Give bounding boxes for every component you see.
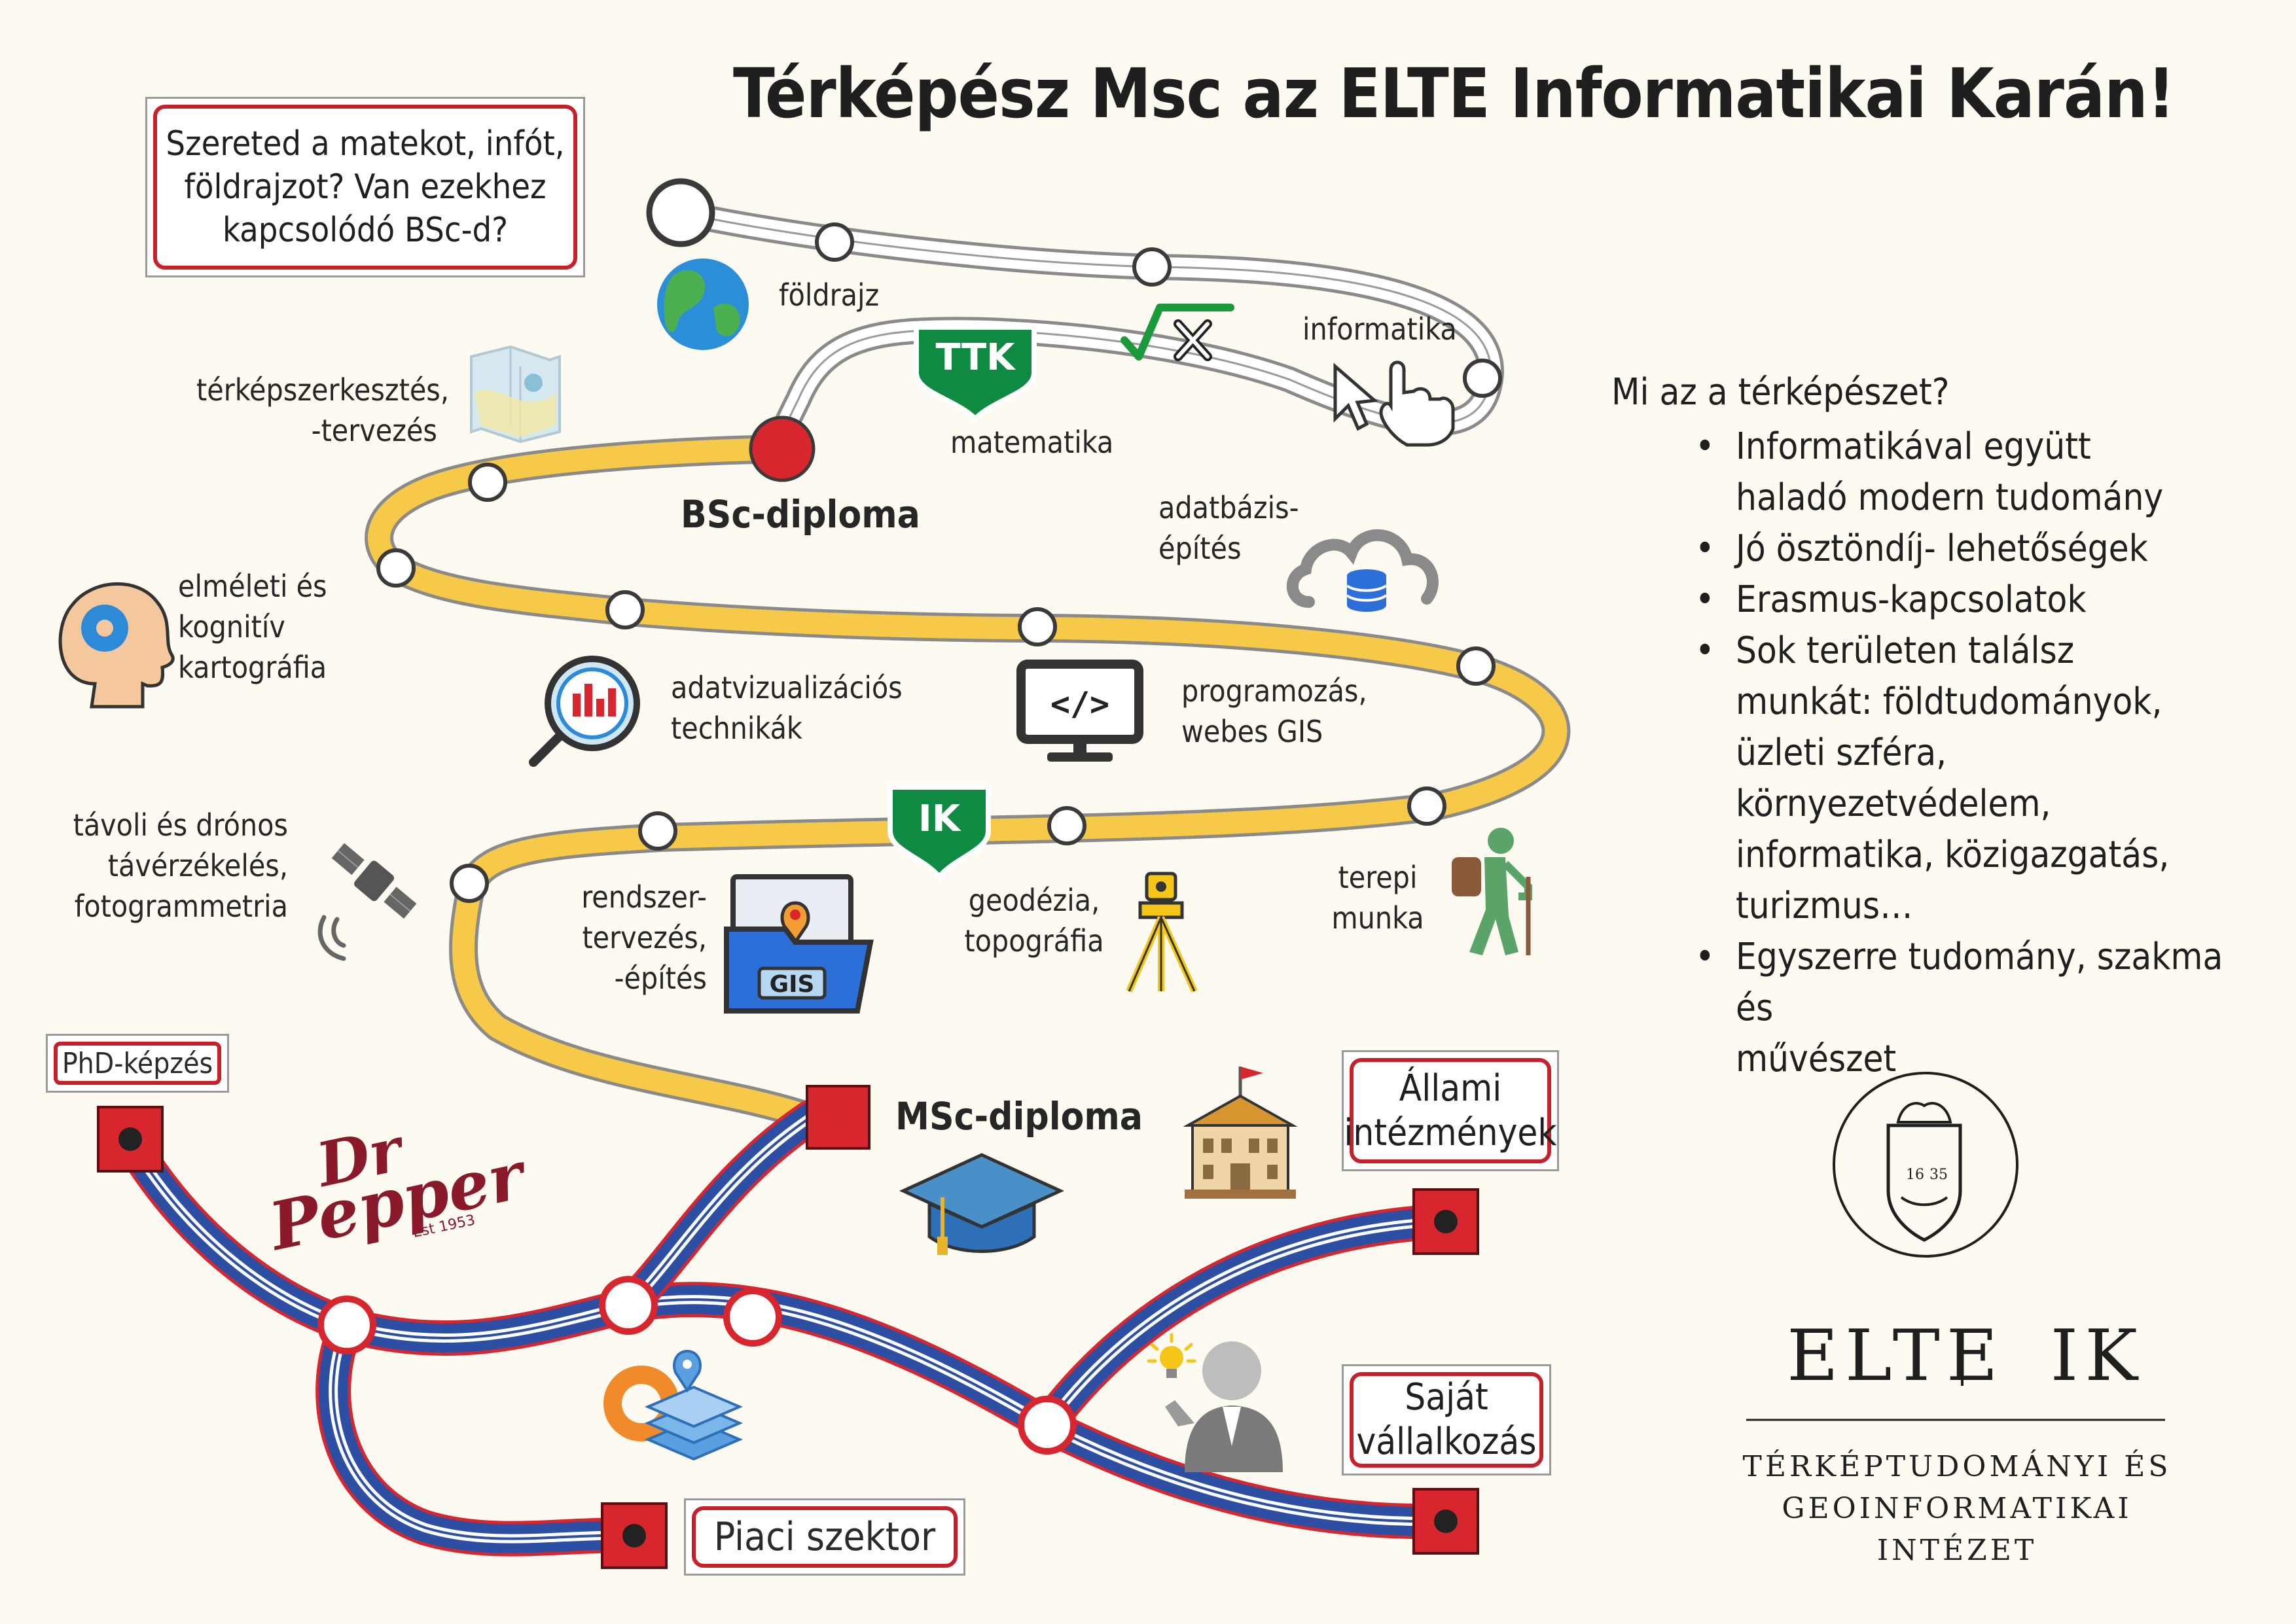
elte-ik-logo: ELTE IK	[1787, 1315, 2144, 1397]
hiker-icon	[1452, 828, 1532, 955]
gis-layers-icon	[603, 1349, 744, 1461]
svg-text:35: 35	[1929, 1167, 1948, 1183]
road-start	[646, 178, 715, 247]
road-stop	[1456, 646, 1496, 686]
svg-text:16: 16	[1906, 1167, 1924, 1183]
road-stop	[450, 864, 489, 903]
road-stop	[1018, 607, 1057, 646]
entrepreneur-icon	[1165, 1341, 1283, 1472]
road-stop	[1047, 806, 1086, 845]
ik-road-sign: IK	[888, 785, 991, 881]
logo-elte: ELTE	[1787, 1315, 2005, 1397]
gis-folder-text: GIS	[770, 971, 815, 998]
label-map-design: térképszerkesztés,-tervezés	[196, 372, 449, 448]
intro-line-3: kapcsolódó BSc-d?	[222, 211, 509, 250]
label-geography: földrajz	[779, 277, 880, 313]
market-sector-box: Piaci szektor	[684, 1498, 965, 1576]
elte-seal-icon: 16 35	[1833, 1072, 2018, 1258]
road-stop	[638, 811, 677, 851]
own-business-box: Saját vállalkozás	[1342, 1364, 1551, 1475]
government-building-icon	[1183, 1067, 1298, 1199]
info-bullet: Jó ösztöndíj- lehetőségek	[1695, 523, 2266, 574]
graduation-cap-icon	[899, 1153, 1065, 1255]
road-stop	[815, 222, 854, 262]
globe-icon	[657, 258, 749, 350]
business-line-2: vállalkozás	[1356, 1421, 1537, 1463]
road-stops	[376, 222, 1502, 903]
phd-label: PhD-képzés	[62, 1046, 213, 1080]
institute-name: TÉRKÉPTUDOMÁNYI ÉS GEOINFORMATIKAI INTÉZ…	[1742, 1450, 2172, 1567]
label-geodesy: geodézia,topográfia	[964, 883, 1104, 959]
data-viz-magnifier-icon	[529, 656, 640, 767]
ik-sign-text: IK	[918, 798, 962, 840]
idea-bulb-icon	[1147, 1333, 1196, 1378]
info-panel: Mi az a térképészet? Informatikával együ…	[1611, 366, 2266, 1085]
intro-line-1: Szereted a matekot, infót,	[166, 124, 565, 164]
info-heading: Mi az a térképészet?	[1611, 371, 1950, 414]
theodolite-icon	[1126, 872, 1198, 993]
phd-box: PhD-képzés	[46, 1034, 229, 1093]
label-msc-diploma: MSc-diploma	[895, 1094, 1143, 1139]
business-line-1: Saját	[1405, 1376, 1488, 1419]
label-bsc-diploma: BSc-diploma	[681, 492, 920, 537]
dr-pepper-logo: Dr Pepper Est 1953	[261, 1113, 534, 1265]
math-icon	[1121, 304, 1234, 361]
map-icon	[470, 345, 561, 444]
info-bullet: Erasmus-kapcsolatok	[1695, 574, 2266, 626]
road-stop	[376, 548, 416, 588]
intro-box: Szereted a matekot, infót, földrajzot? V…	[145, 97, 585, 277]
label-programming: programozás,webes GIS	[1181, 673, 1367, 749]
market-label: Piaci szektor	[713, 1514, 936, 1560]
msc-road	[365, 434, 1571, 1132]
road-stop	[1132, 247, 1172, 287]
ttk-road-sign: TTK	[914, 325, 1037, 423]
label-mathematics: matematika	[950, 425, 1114, 460]
road-stop	[605, 590, 645, 629]
satellite-icon	[331, 843, 417, 919]
state-line-2: intézmények	[1344, 1111, 1557, 1154]
metro-terminals	[97, 1106, 1479, 1569]
intro-line-2: földrajzot? Van ezekhez	[184, 168, 547, 207]
bsc-milestone	[749, 415, 816, 482]
signal-icon	[317, 915, 346, 961]
gis-folder-icon: GIS	[724, 874, 874, 1014]
head-gear-icon	[58, 582, 175, 709]
road-stop	[468, 463, 507, 502]
logo-ik: IK	[2050, 1315, 2144, 1397]
state-line-1: Állami	[1399, 1067, 1502, 1110]
label-system-design: rendszer-tervezés,-építés	[581, 879, 707, 996]
state-institutions-box: Állami intézmények	[1342, 1050, 1559, 1171]
label-database: adatbázis-építés	[1158, 490, 1299, 566]
cloud-database-icon	[1286, 529, 1439, 612]
msc-milestone	[806, 1085, 870, 1150]
page-title: Térképész Msc az ELTE Informatikai Karán…	[733, 54, 2175, 133]
road-stop	[1407, 786, 1446, 826]
metro-stations	[317, 1276, 1077, 1455]
ttk-sign-text: TTK	[935, 336, 1016, 379]
road-stop	[1463, 359, 1502, 398]
code-monitor-icon: </>	[1016, 660, 1143, 762]
label-informatics: informatika	[1302, 311, 1457, 347]
code-icon-text: </>	[1050, 685, 1109, 723]
cursor-icon	[1333, 361, 1455, 447]
